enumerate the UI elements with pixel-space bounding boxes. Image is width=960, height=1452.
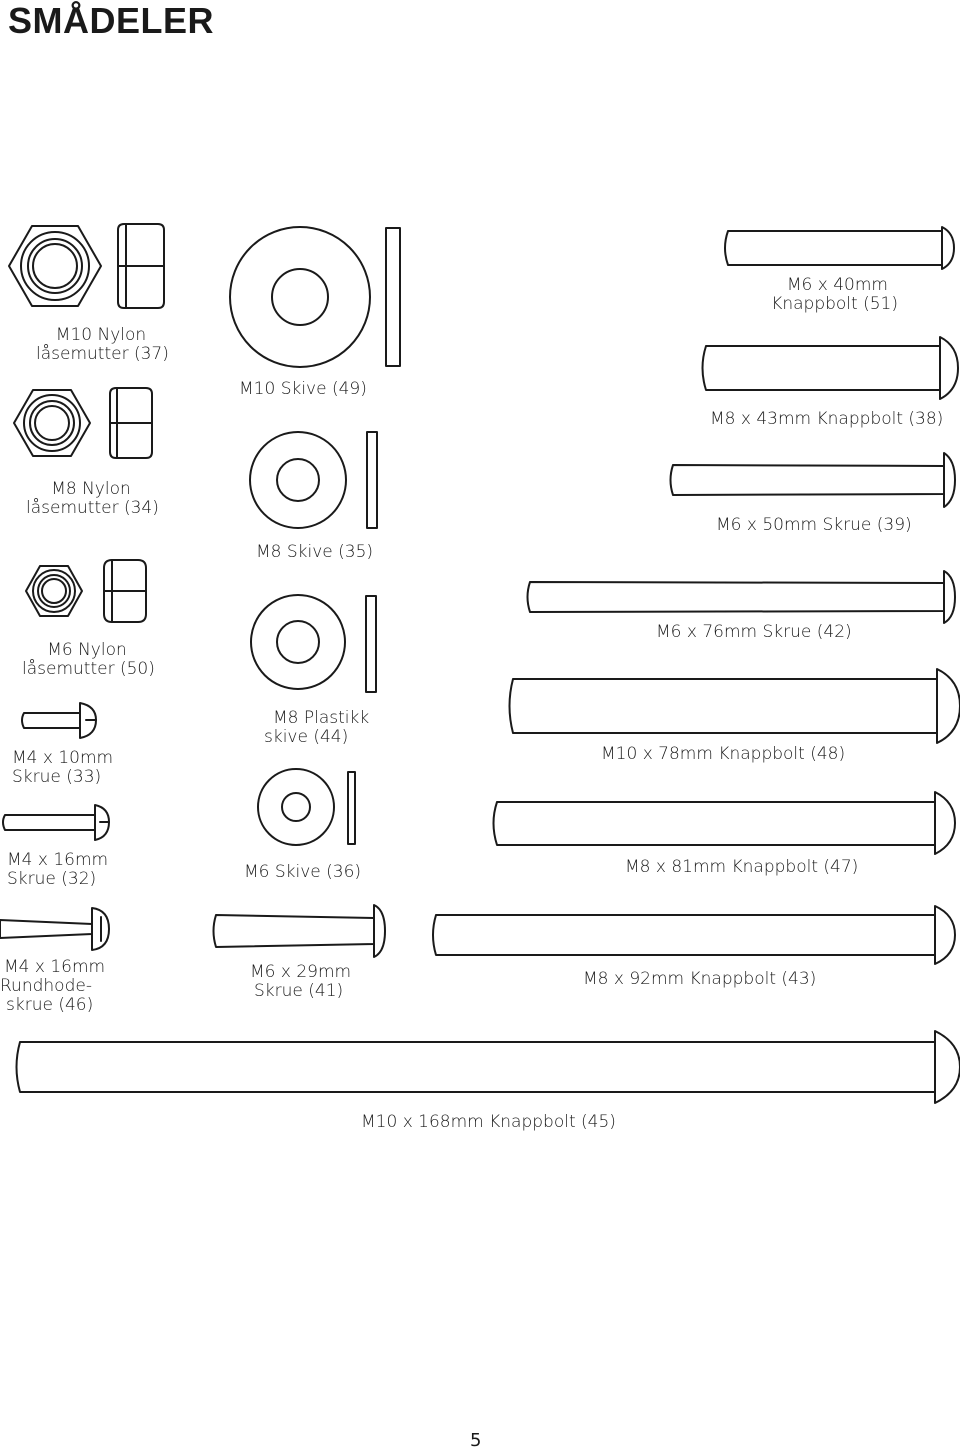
page-number: 5 [470, 1430, 482, 1451]
m6-29mm-screw-icon [212, 904, 386, 958]
m10-washer-icon [229, 226, 401, 368]
label-m4-16mm-roundhead-screw: M4 x 16mm Rundhode- skrue (46) [0, 957, 106, 1015]
m8-81mm-button-bolt-icon [492, 791, 956, 855]
m8-nut-icon [13, 387, 153, 459]
m8-43mm-button-bolt-icon [701, 336, 959, 400]
label-m10-78mm-button-bolt: M10 x 78mm Knappbolt (48) [601, 744, 846, 764]
m8-92mm-button-bolt-icon [432, 905, 956, 965]
m10-168mm-button-bolt-icon [15, 1030, 960, 1104]
label-m6-washer: M6 Skive (36) [244, 862, 362, 882]
m4-16mm-screw-icon [2, 804, 110, 841]
m4-10mm-screw-icon [21, 702, 97, 739]
m8-plastic-washer-icon [250, 594, 377, 693]
m6-washer-icon [257, 768, 356, 846]
label-m6-76mm-screw: M6 x 76mm Skrue (42) [656, 622, 852, 642]
m10-78mm-button-bolt-icon [508, 668, 960, 744]
m10-nut-icon [8, 223, 165, 309]
label-m6-50mm-screw: M6 x 50mm Skrue (39) [716, 515, 912, 535]
page-title: SMÅDELER [8, 0, 215, 41]
m6-50mm-screw-icon [669, 452, 956, 508]
m4-16mm-roundhead-screw-icon [0, 907, 110, 951]
label-m8-washer: M8 Skive (35) [256, 542, 374, 562]
label-m10-washer: M10 Skive (49) [239, 379, 367, 399]
label-m8-92mm-button-bolt: M8 x 92mm Knappbolt (43) [583, 969, 817, 989]
label-m8-81mm-button-bolt: M8 x 81mm Knappbolt (47) [625, 857, 859, 877]
label-m8-43mm-button-bolt: M8 x 43mm Knappbolt (38) [710, 409, 944, 429]
m6-40mm-button-bolt-icon [724, 226, 955, 270]
m8-washer-icon [249, 431, 378, 529]
label-m10-168mm-button-bolt: M10 x 168mm Knappbolt (45) [361, 1112, 616, 1132]
m6-76mm-screw-icon [526, 570, 956, 624]
m6-nut-icon [25, 559, 147, 623]
